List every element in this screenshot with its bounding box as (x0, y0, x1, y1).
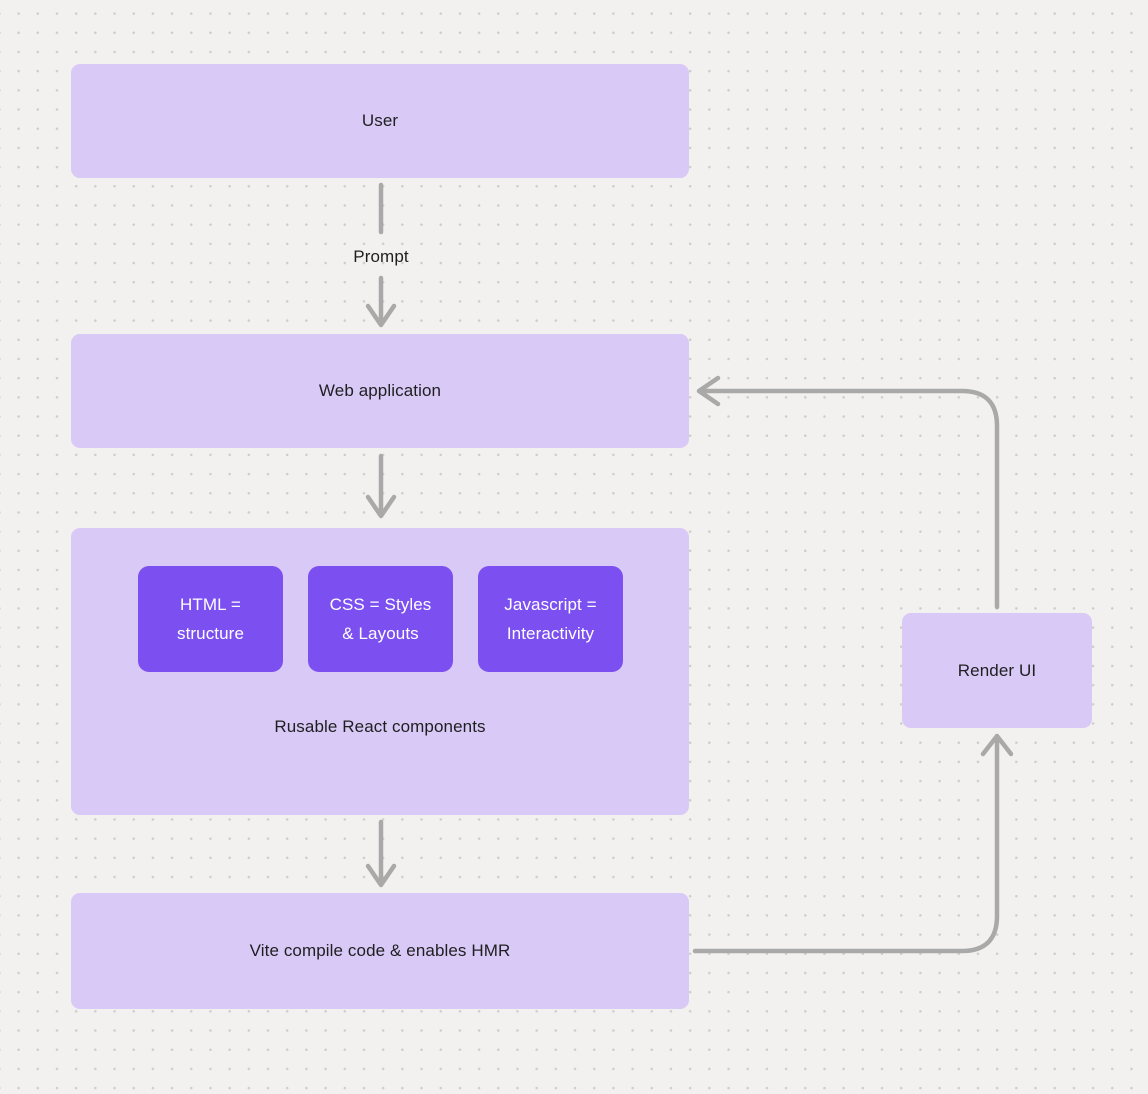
node-user-label: User (361, 111, 399, 130)
arrowhead-down-icon (365, 494, 397, 519)
node-css-styles-label: CSS = Styles & Layouts (329, 595, 432, 643)
node-web-application[interactable]: Web application (71, 334, 689, 448)
arrowhead-up-icon (980, 733, 1014, 757)
edge-web-application-to-components[interactable] (365, 453, 397, 519)
components-group-caption: Rusable React components (274, 717, 486, 736)
edge-label-prompt: Prompt (353, 247, 409, 266)
node-javascript-interactivity-label: Javascript = Interactivity (504, 595, 597, 643)
edge-segment (698, 388, 1000, 610)
node-html-structure-label: HTML = structure (176, 595, 245, 643)
node-javascript-interactivity[interactable]: Javascript = Interactivity (478, 566, 623, 672)
node-vite-label: Vite compile code & enables HMR (249, 941, 511, 960)
node-css-styles[interactable]: CSS = Styles & Layouts (308, 566, 453, 672)
node-render-ui[interactable]: Render UI (902, 613, 1092, 728)
node-components-group[interactable]: HTML = structure CSS = Styles & Layouts … (71, 528, 689, 815)
node-vite[interactable]: Vite compile code & enables HMR (71, 893, 689, 1009)
edge-vite-to-render-ui[interactable] (692, 733, 1014, 954)
node-render-ui-label: Render UI (957, 660, 1037, 680)
node-html-structure[interactable]: HTML = structure (138, 566, 283, 672)
arrowhead-down-icon (365, 863, 397, 888)
edge-render-ui-to-web-application[interactable] (696, 375, 1000, 610)
arrowhead-left-icon (696, 375, 721, 407)
edge-components-to-vite[interactable] (365, 819, 397, 888)
edge-user-to-web-application[interactable] (365, 182, 397, 328)
node-user[interactable]: User (71, 64, 689, 178)
edge-segment (692, 736, 1000, 954)
node-web-application-label: Web application (318, 381, 442, 400)
arrowhead-down-icon (365, 303, 397, 328)
